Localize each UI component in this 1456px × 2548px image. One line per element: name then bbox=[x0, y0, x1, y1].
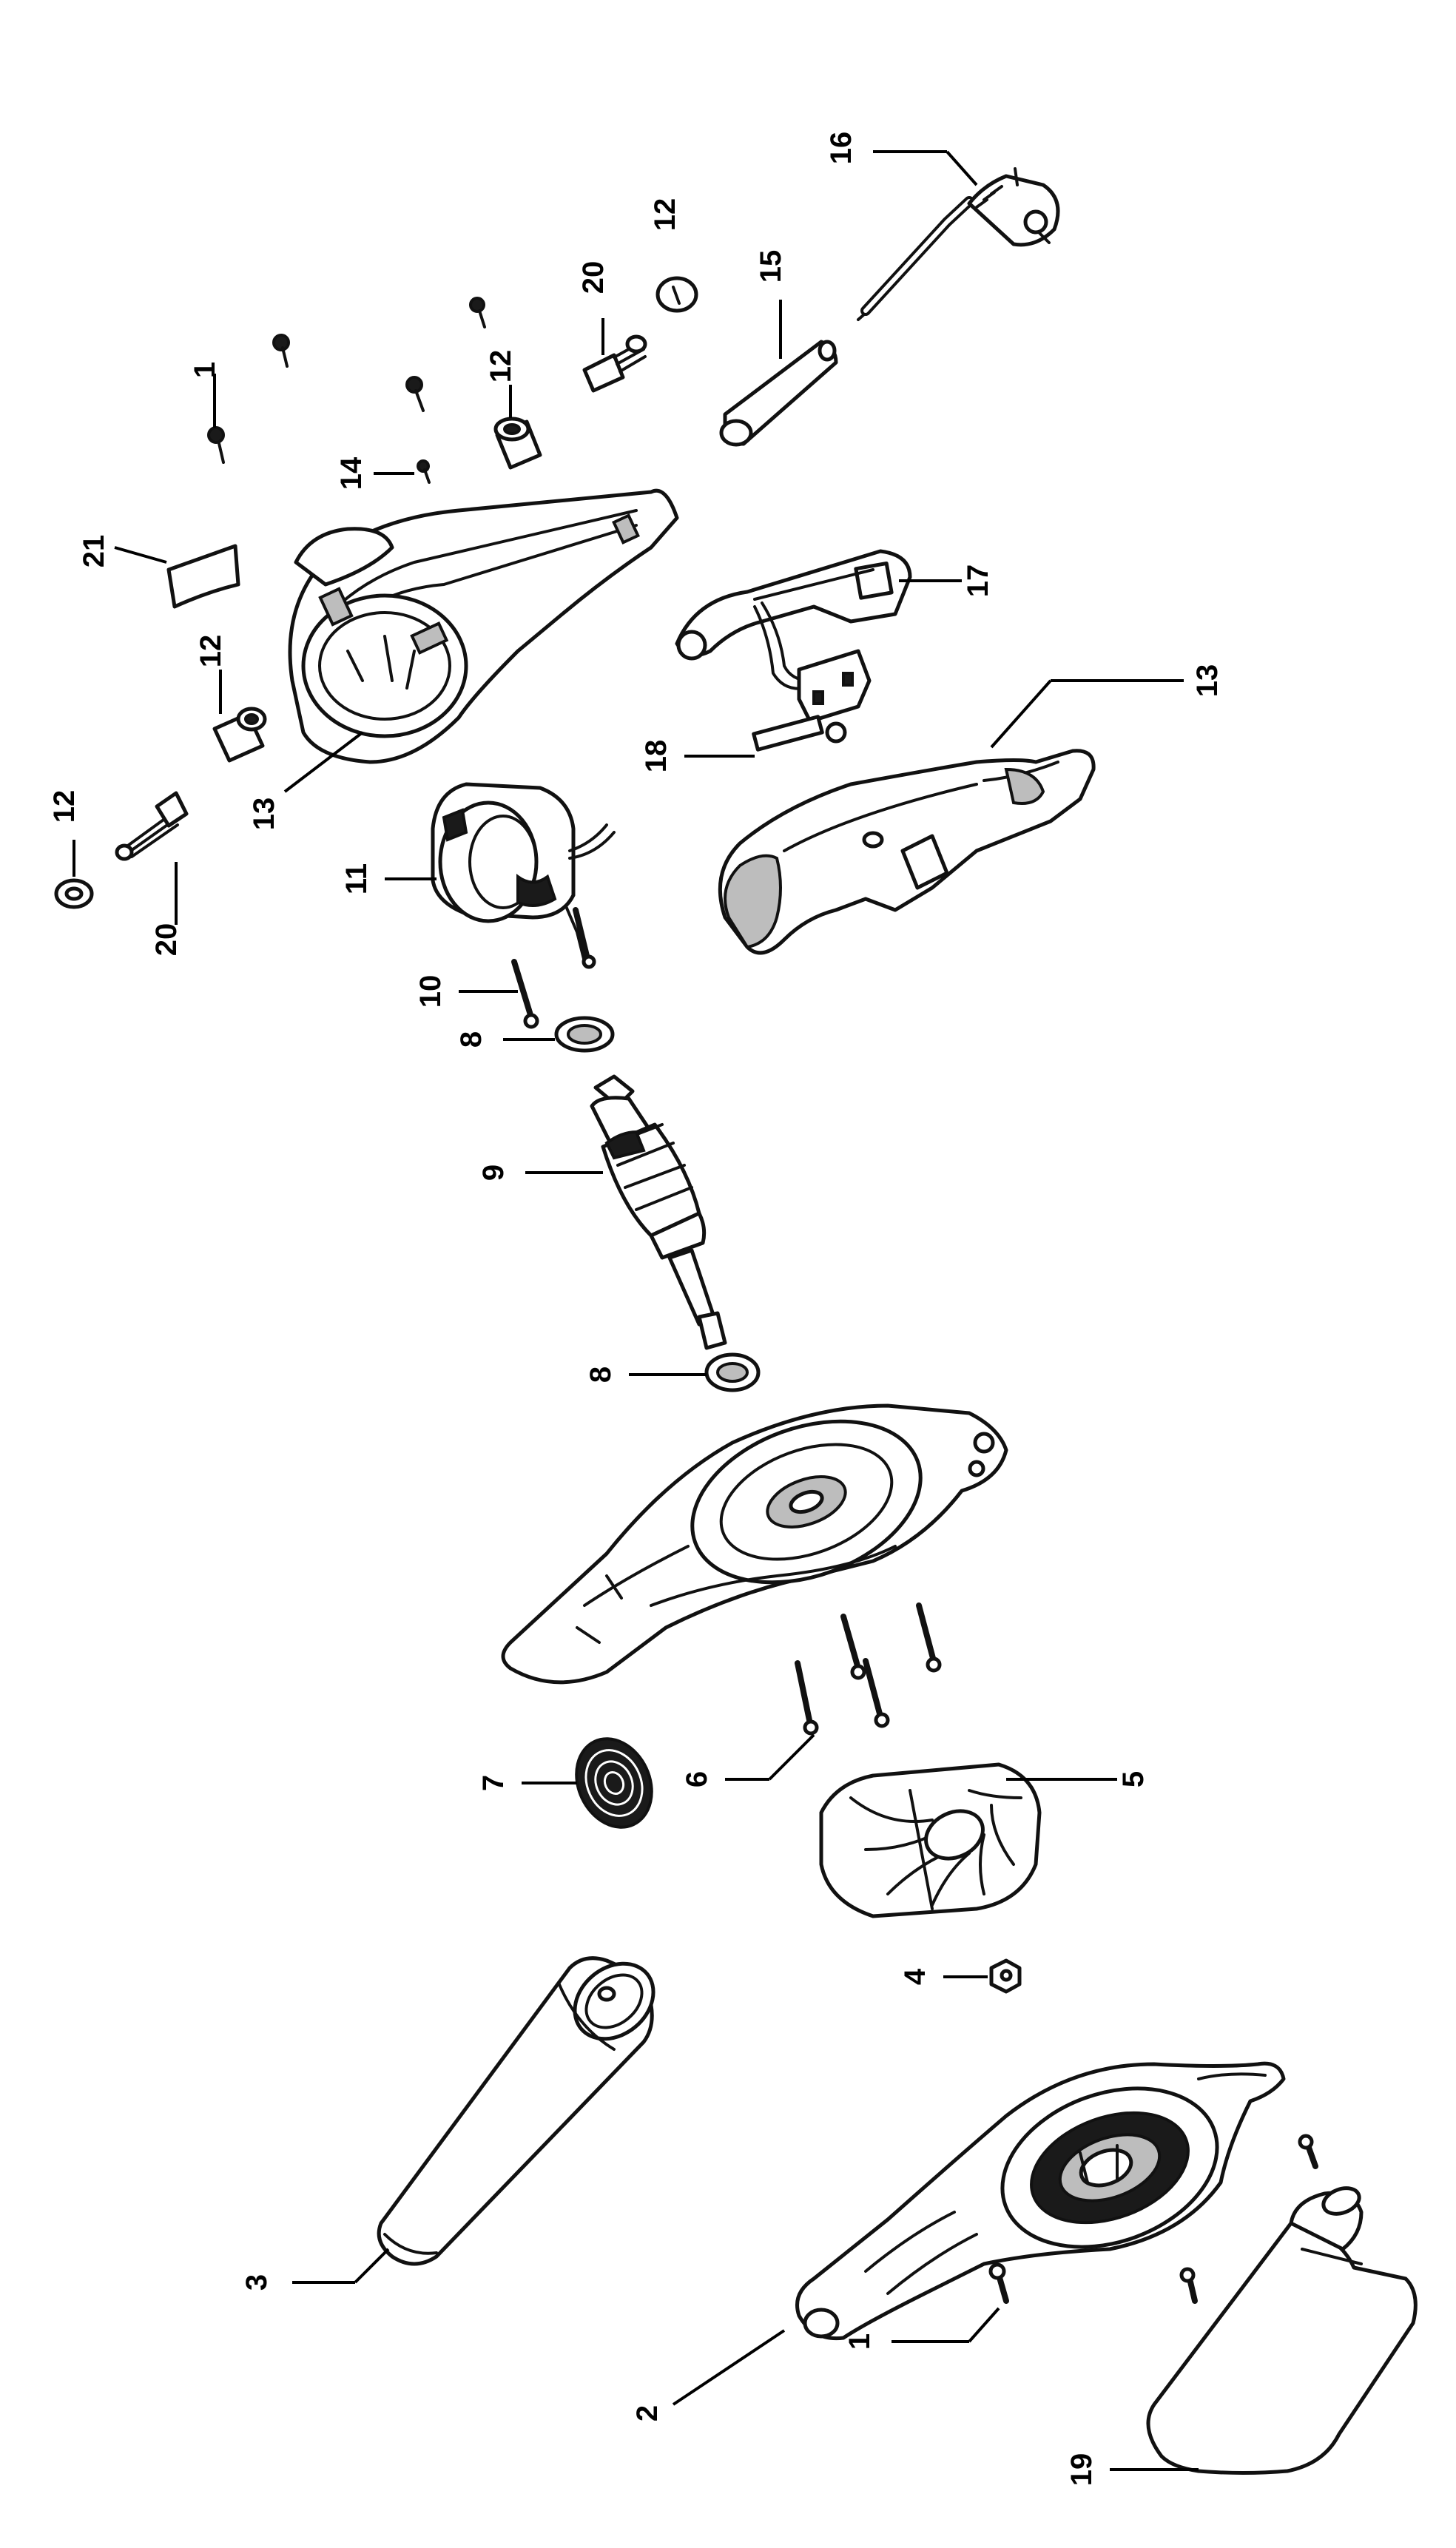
label-18: 18 bbox=[640, 740, 673, 773]
label-9: 9 bbox=[477, 1165, 510, 1181]
callout-5: 5 bbox=[1006, 1771, 1150, 1787]
part-20-brush-left bbox=[115, 791, 189, 861]
part-10-screw bbox=[511, 959, 539, 1029]
callout-8-top: 8 bbox=[455, 1031, 555, 1048]
callout-7: 7 bbox=[477, 1775, 577, 1791]
label-1-top: 1 bbox=[189, 362, 221, 378]
callout-15: 15 bbox=[755, 250, 787, 359]
part-7-grille bbox=[575, 1737, 653, 1829]
fan-housing-front bbox=[501, 1403, 1008, 1685]
label-20-right: 20 bbox=[577, 261, 610, 294]
part-13-handle-cover bbox=[718, 749, 1096, 955]
part-14-screw bbox=[417, 459, 431, 484]
callout-11: 11 bbox=[340, 863, 437, 894]
label-12-right: 12 bbox=[649, 198, 681, 232]
callout-1-bottom: 1 bbox=[843, 2307, 1000, 2350]
callout-20-right: 20 bbox=[577, 261, 610, 355]
label-6: 6 bbox=[681, 1771, 713, 1787]
part-21-label-plate bbox=[166, 544, 240, 609]
label-2: 2 bbox=[631, 2405, 664, 2421]
label-15: 15 bbox=[755, 250, 787, 283]
part-1-screw-bottom bbox=[988, 2262, 1009, 2304]
callout-12-right: 12 bbox=[649, 198, 681, 232]
label-8-top: 8 bbox=[455, 1031, 488, 1048]
label-1-bottom: 1 bbox=[843, 2333, 876, 2350]
part-8-bearing-bottom bbox=[704, 1352, 761, 1392]
part-18-switch bbox=[752, 601, 872, 752]
callout-4: 4 bbox=[899, 1968, 988, 1985]
loose-screws-bottom bbox=[1179, 2134, 1318, 2304]
callout-10: 10 bbox=[414, 975, 518, 1008]
label-13-handle-cover: 13 bbox=[1191, 664, 1224, 698]
callout-12-left-holder: 12 bbox=[195, 635, 227, 714]
part-5-impeller bbox=[819, 1762, 1042, 1918]
callout-1-top: 1 bbox=[189, 362, 221, 428]
part-6-screws bbox=[795, 1602, 942, 1736]
label-8-bottom: 8 bbox=[584, 1366, 617, 1383]
label-20-left: 20 bbox=[150, 923, 183, 957]
label-11: 11 bbox=[340, 863, 373, 894]
part-2-front-housing bbox=[795, 2061, 1286, 2341]
callout-9: 9 bbox=[477, 1165, 603, 1181]
label-3: 3 bbox=[240, 2274, 273, 2291]
label-13-motor-housing: 13 bbox=[248, 798, 280, 831]
callout-14: 14 bbox=[335, 456, 414, 490]
part-13-motor-housing bbox=[288, 488, 679, 764]
part-9-armature bbox=[590, 1074, 727, 1350]
callout-2: 2 bbox=[631, 2329, 786, 2421]
part-16-cable-plug bbox=[857, 167, 1060, 321]
label-10: 10 bbox=[414, 975, 447, 1008]
part-4-nut bbox=[989, 1958, 1022, 1994]
label-12-left-washer: 12 bbox=[48, 790, 81, 823]
callout-12-mid: 12 bbox=[485, 350, 517, 418]
part-12-brush-holder-left bbox=[212, 707, 267, 763]
callout-8-bottom: 8 bbox=[584, 1366, 707, 1383]
part-12-brush-holder-mid bbox=[493, 417, 542, 470]
part-1-screw-top bbox=[207, 426, 225, 464]
label-5: 5 bbox=[1117, 1771, 1150, 1787]
callout-3: 3 bbox=[240, 2248, 390, 2291]
part-8-bearing-top bbox=[554, 1016, 615, 1053]
callout-20-left: 20 bbox=[150, 862, 183, 956]
callout-19: 19 bbox=[1065, 2453, 1199, 2487]
callout-21: 21 bbox=[78, 535, 167, 568]
part-19-bag bbox=[1146, 2186, 1418, 2475]
callout-13-motor-housing: 13 bbox=[248, 731, 364, 831]
loose-screws-top bbox=[272, 297, 486, 412]
part-17-handle-insert bbox=[675, 549, 912, 661]
label-21: 21 bbox=[78, 535, 110, 568]
callout-13-handle-cover: 13 bbox=[990, 664, 1224, 749]
part-20-brush-right bbox=[582, 334, 647, 393]
label-12-left-holder: 12 bbox=[195, 635, 227, 668]
label-7: 7 bbox=[477, 1775, 510, 1791]
label-17: 17 bbox=[962, 564, 994, 598]
label-16: 16 bbox=[825, 132, 857, 165]
part-11-stator bbox=[431, 782, 616, 969]
part-12-cap-right bbox=[655, 276, 698, 313]
callout-12-left-washer: 12 bbox=[48, 790, 81, 877]
label-19: 19 bbox=[1065, 2453, 1098, 2487]
part-15-cord-protector bbox=[719, 340, 838, 447]
part-12-washer-left bbox=[54, 878, 94, 909]
callout-16: 16 bbox=[825, 132, 978, 186]
callout-18: 18 bbox=[640, 740, 755, 773]
part-3-blower-tube bbox=[377, 1956, 655, 2266]
callout-6: 6 bbox=[681, 1733, 815, 1787]
label-14: 14 bbox=[335, 456, 368, 490]
label-4: 4 bbox=[899, 1968, 931, 1985]
label-12-mid: 12 bbox=[485, 350, 517, 383]
callout-17: 17 bbox=[899, 564, 994, 598]
